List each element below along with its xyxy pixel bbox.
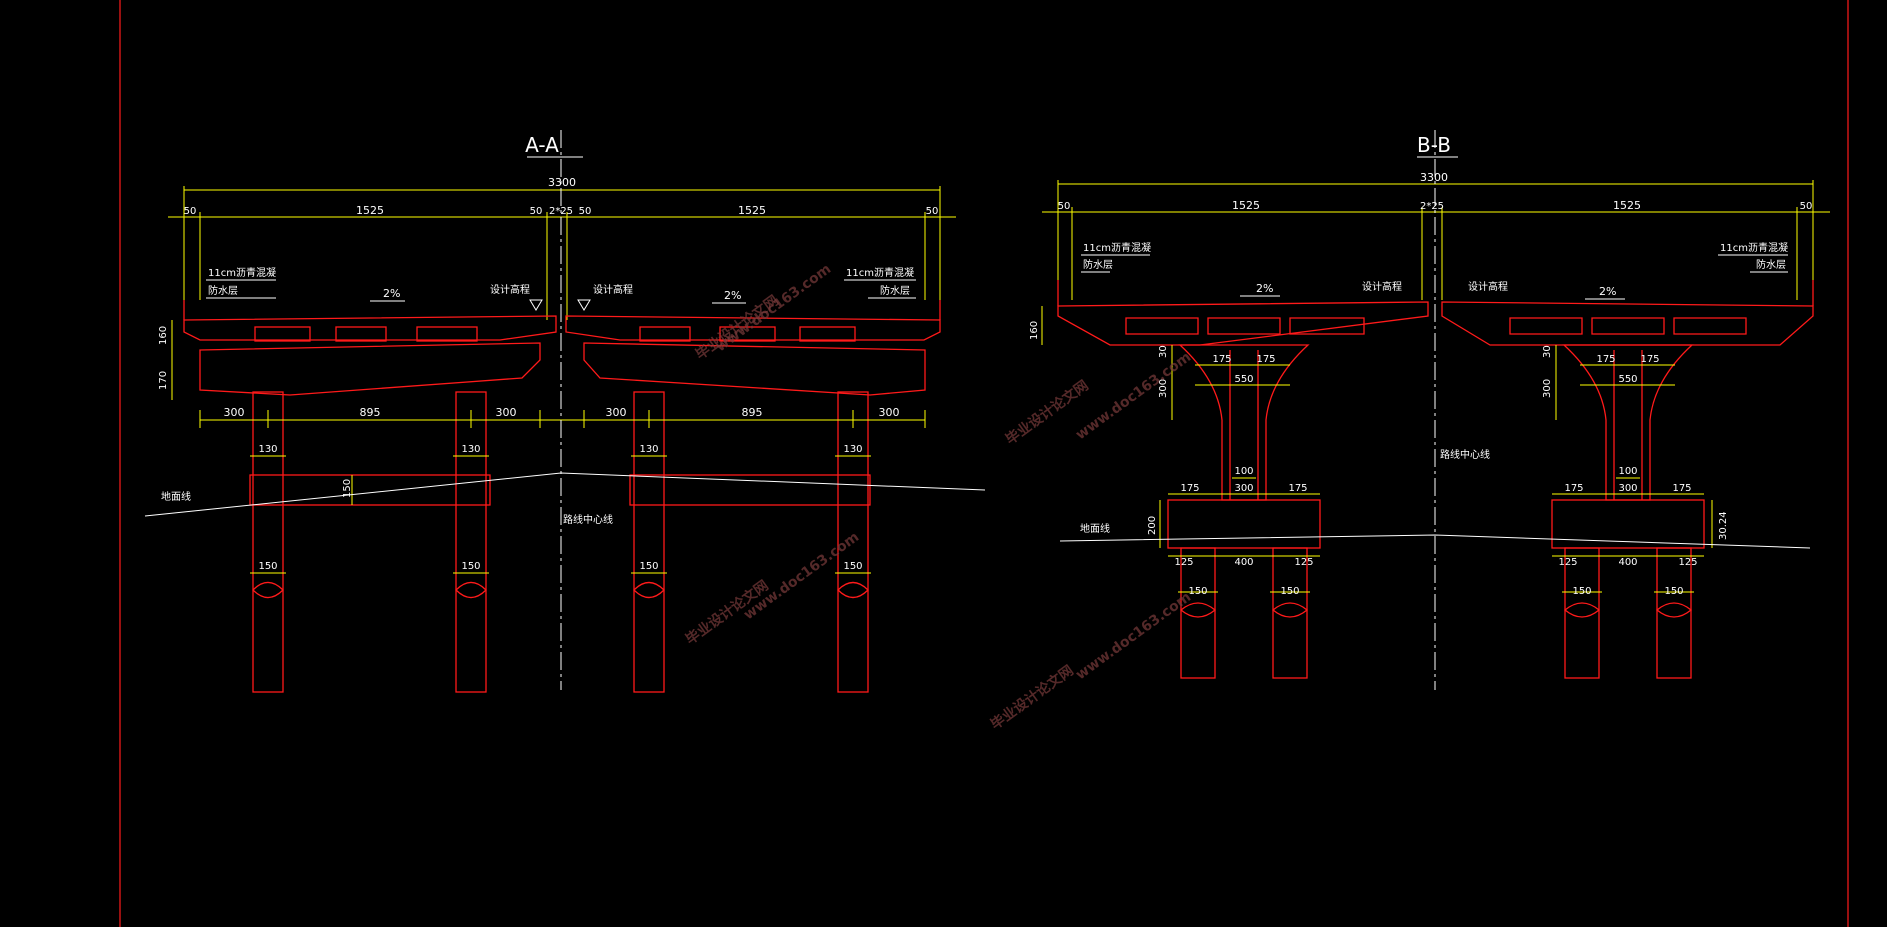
aa-ground-label: 地面线 [161,490,191,503]
bb-pile-dia-4: 150 [1664,586,1683,597]
bb-pier-top-half-1: 175 [1212,354,1231,365]
bb-slope-right: 2% [1599,285,1616,298]
aa-pile-dia-2: 150 [461,561,480,572]
section-bb-title: B-B [1417,133,1451,157]
aa-left-half: 1525 [356,204,384,217]
bb-surface-right: 11cm沥青混凝 [1720,241,1788,254]
bb-column-gap-2: 100 [1618,466,1637,477]
aa-tie-beam: 150 [342,479,353,498]
bb-deck-depth: 160 [1029,321,1040,340]
aa-cap-depth: 170 [158,371,169,390]
bb-pier-top-half-4: 175 [1640,354,1659,365]
aa-edge-right: 50 [926,206,939,217]
bb-pier-flare-2: 300 [1542,379,1553,398]
aa-right-half: 1525 [738,204,766,217]
bb-slope-left: 2% [1256,282,1273,295]
aa-spacing-outer-4: 300 [879,406,900,419]
aa-slope-left: 2% [383,287,400,300]
watermark-url-3: www.doc163.com [741,529,862,623]
aa-spacing-mid-2: 895 [742,406,763,419]
bb-pile-spacing-2: 400 [1618,557,1637,568]
bb-pier-top-half-2: 175 [1256,354,1275,365]
bb-right-half: 1525 [1613,199,1641,212]
aa-design-elev-left: 设计高程 [490,283,530,296]
aa-edge-left: 50 [184,206,197,217]
bb-footing-side-right: 30.24 [1718,511,1729,540]
aa-spacing-outer-2: 300 [496,406,517,419]
aa-route-center: 路线中心线 [563,513,613,526]
bb-footing-side-3: 175 [1564,483,1583,494]
aa-pile-dia-4: 150 [843,561,862,572]
bb-footing-side-4: 175 [1672,483,1691,494]
bb-ground-line [1059,534,1811,549]
aa-center-right: 50 [579,206,592,217]
aa-deck-depth: 160 [158,326,169,345]
bb-pile-edge-1: 125 [1174,557,1193,568]
bb-ground-label: 地面线 [1080,522,1110,535]
bb-column-width-2: 300 [1618,483,1637,494]
bb-pier-flare-1: 300 [1158,379,1169,398]
aa-spacing-outer-3: 300 [606,406,627,419]
bb-pier-top-1: 550 [1234,374,1253,385]
bb-surface-left: 11cm沥青混凝 [1083,241,1151,254]
aa-pile-dia-3: 150 [639,561,658,572]
section-bb: B-B 3300 50 1525 2*25 1525 50 11cm沥青混凝 防… [1029,130,1830,690]
bb-center-gap: 2*25 [1420,201,1444,212]
aa-slope-right: 2% [724,289,741,302]
bb-pile-dia-1: 150 [1188,586,1207,597]
aa-surface-right: 11cm沥青混凝 [846,266,914,279]
aa-surface-left: 11cm沥青混凝 [208,266,276,279]
bb-design-elev-right: 设计高程 [1468,280,1508,293]
bb-design-elev-left: 设计高程 [1362,280,1402,293]
watermark-url-2: www.doc163.com [1073,349,1194,443]
bb-pile-dia-3: 150 [1572,586,1591,597]
bb-footing-depth: 200 [1147,516,1158,535]
watermarks: 毕业设计论文网 www.doc163.com 毕业设计论文网 www.doc16… [682,261,1194,733]
bb-pier-top-2: 550 [1618,374,1637,385]
aa-col-dia-3: 130 [639,444,658,455]
bb-waterproof-right: 防水层 [1756,258,1786,271]
bb-edge-right: 50 [1800,201,1813,212]
aa-spacing-mid-1: 895 [360,406,381,419]
section-aa: A-A 3300 50 1525 50 2*25 50 1525 50 11cm… [144,130,986,693]
bb-left-half: 1525 [1232,199,1260,212]
aa-total-dim: 3300 [548,176,576,189]
aa-center-left: 50 [530,206,543,217]
bb-footing-side-1: 175 [1180,483,1199,494]
bb-total-dim: 3300 [1420,171,1448,184]
aa-ground-line [144,472,986,517]
section-aa-title: A-A [525,133,559,157]
bb-bracket-top-2: 30 [1542,345,1553,358]
aa-waterproof-left: 防水层 [208,284,238,297]
aa-col-dia-2: 130 [461,444,480,455]
watermark-name-4: 毕业设计论文网 [987,662,1076,733]
aa-waterproof-right: 防水层 [880,284,910,297]
bb-pile-spacing-1: 400 [1234,557,1253,568]
bb-pile-dia-2: 150 [1280,586,1299,597]
bb-edge-left: 50 [1058,201,1071,212]
aa-col-dia-4: 130 [843,444,862,455]
bb-waterproof-left: 防水层 [1083,258,1113,271]
aa-design-elev-right: 设计高程 [593,283,633,296]
bb-bracket-top-1: 30 [1158,345,1169,358]
bb-column-gap-1: 100 [1234,466,1253,477]
bb-pile-edge-2: 125 [1294,557,1313,568]
bb-footing-side-2: 175 [1288,483,1307,494]
aa-col-dia-1: 130 [258,444,277,455]
bb-pier-top-half-3: 175 [1596,354,1615,365]
bb-pile-edge-3: 125 [1558,557,1577,568]
aa-pile-dia-1: 150 [258,561,277,572]
bb-pile-edge-4: 125 [1678,557,1697,568]
bb-route-center: 路线中心线 [1440,448,1490,461]
watermark-url-4: www.doc163.com [1073,589,1194,683]
aa-spacing-outer-1: 300 [224,406,245,419]
bb-column-width-1: 300 [1234,483,1253,494]
